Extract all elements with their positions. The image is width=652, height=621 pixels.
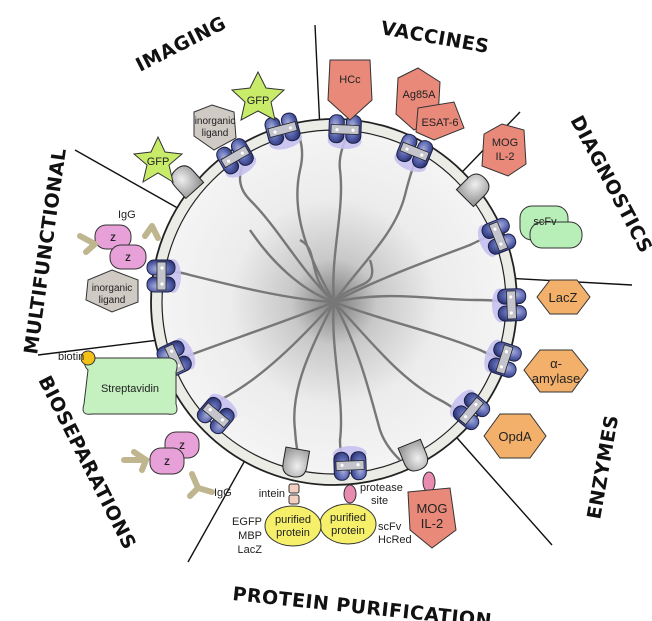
protease-bead-b (343, 484, 357, 504)
enzymes-group: LacZ α- amylase OpdA (483, 279, 591, 459)
vaccines-group: HCc Ag85A ESAT-6 (327, 59, 465, 141)
mog-top-label-1: MOG (492, 137, 518, 149)
intein-segment (288, 483, 300, 494)
purified-a-label-2: protein (276, 527, 310, 539)
z-domain-label: Z (110, 233, 116, 243)
category-enzymes: ENZYMES (583, 413, 623, 521)
inorganic-ligand-top (193, 104, 237, 151)
anchor-domain (490, 286, 528, 324)
z-domain-label: Z (179, 441, 185, 451)
category-protein-purification: PROTEIN PURIFICATION (231, 583, 492, 621)
bioseparations-group: Streptavidin biotin Z Z IgG (58, 350, 232, 499)
protein-purification-group: MOG IL-2 protease site purified protein … (232, 471, 457, 556)
amylase-enzyme (523, 349, 589, 393)
amylase-label-1: α- (550, 356, 562, 371)
purified-protein-b (319, 503, 377, 545)
inorganic-ligand-left (85, 269, 139, 313)
scfv-hcred-label-1: scFv (378, 521, 402, 533)
mog-top-label-2: IL-2 (496, 151, 515, 163)
category-multifunctional: MULTIFUNCTIONAL (20, 147, 71, 356)
inorganic-ligand-top-label-2: ligand (202, 128, 229, 139)
protease-label-1: protease (360, 482, 403, 494)
hcc-antigen (327, 59, 373, 121)
imaging-group: GFP inorganic ligand GFP (132, 70, 286, 184)
inorganic-ligand-top-label-1: inorganic (195, 116, 236, 127)
multifunctional-group: IgG Z Z inorganic ligand (77, 209, 161, 313)
divider-enzymes-purification (449, 429, 553, 546)
diagnostics-group: MOG IL-2 scFv (481, 123, 583, 249)
mog-bottom-label-1: MOG (416, 501, 447, 516)
mog-il2-top (481, 123, 527, 177)
opda-enzyme (483, 413, 547, 459)
purified-b-label-2: protein (331, 525, 365, 537)
category-imaging: IMAGING (132, 12, 230, 76)
mbp-label: MBP (238, 530, 262, 542)
purified-a-label-1: purified (275, 514, 311, 526)
scfv-label: scFv (533, 216, 557, 228)
divider-multifunctional-imaging (74, 149, 191, 216)
igg-bottom: Z Z (121, 431, 215, 499)
protease-label-2: site (371, 495, 388, 507)
streptavidin-label: Streptavidin (101, 383, 159, 395)
z-domain-label: Z (125, 253, 131, 263)
gfp-star-left (132, 135, 184, 184)
igg-top-label: IgG (118, 209, 136, 221)
intein-label: intein (259, 488, 285, 500)
divider-bioseparations-multifunctional (37, 337, 176, 356)
inorganic-ligand-left-label-1: inorganic (92, 283, 133, 294)
amylase-label-2: amylase (532, 371, 580, 386)
hcc-label: HCc (339, 74, 361, 86)
mog-bottom-label-2: IL-2 (421, 516, 443, 531)
gfp-right-label: GFP (247, 95, 270, 107)
scfv-hcred-label-2: HcRed (378, 534, 412, 546)
z-domain-label: Z (164, 457, 170, 467)
biotin-label: biotin (58, 351, 84, 363)
ag85a-label: Ag85A (402, 89, 436, 101)
inorganic-ligand-left-label-2: ligand (99, 295, 126, 306)
esat6-antigen (415, 101, 465, 141)
purified-b-label-1: purified (330, 512, 366, 524)
gfp-star-right (230, 70, 286, 121)
category-vaccines: VACCINES (379, 17, 491, 58)
lacz-label: LacZ (549, 290, 578, 305)
lacz-small-label: LacZ (238, 544, 263, 556)
esat6-label: ESAT-6 (421, 117, 458, 129)
protease-site-bead (422, 471, 436, 493)
igg-bottom-label: IgG (214, 487, 232, 499)
gfp-left-label: GFP (147, 156, 170, 168)
mog-il2-bottom (407, 487, 457, 549)
purified-protein-a (264, 505, 322, 547)
egfp-label: EGFP (232, 516, 262, 528)
biotin-bead (80, 350, 96, 366)
opda-label: OpdA (498, 429, 532, 444)
